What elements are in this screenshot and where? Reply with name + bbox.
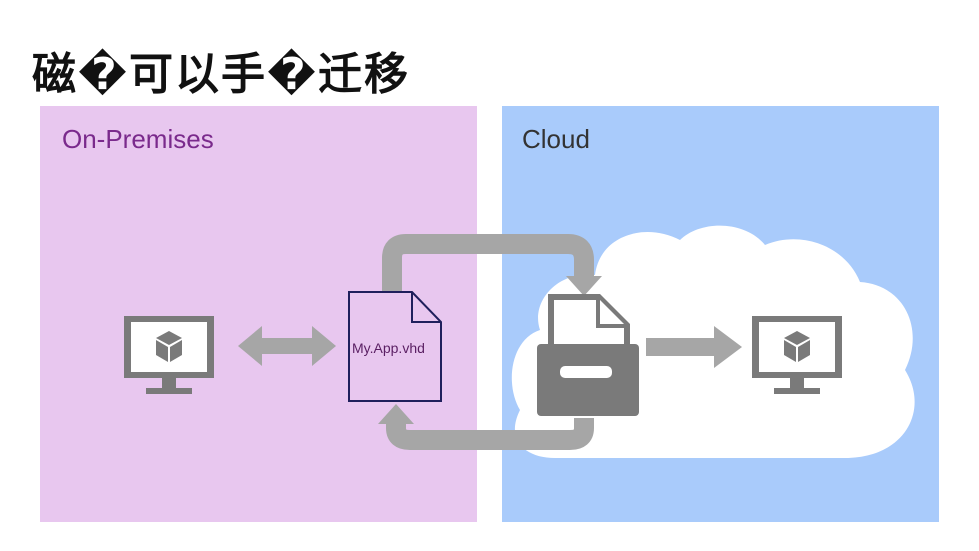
vhd-file-icon <box>348 291 442 402</box>
slide-title: 磁�可以手�迁移 <box>32 49 410 100</box>
double-arrow-icon <box>238 326 336 366</box>
monitor-cube-icon <box>752 316 842 394</box>
right-arrow-icon <box>646 326 742 368</box>
locked-file-icon <box>537 294 639 416</box>
vhd-file-name: My.App.vhd <box>352 340 425 356</box>
cloud-label: Cloud <box>522 124 590 154</box>
monitor-cube-icon <box>124 316 214 394</box>
cycle-arrow-icon <box>378 234 602 450</box>
on-premises-label: On-Premises <box>62 124 214 154</box>
